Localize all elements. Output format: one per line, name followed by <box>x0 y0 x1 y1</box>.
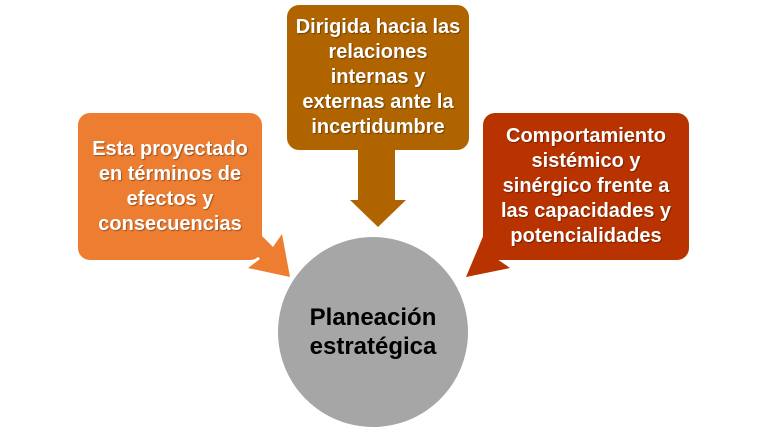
box-text: Comportamiento sistémico y sinérgico fre… <box>500 125 672 247</box>
center-circle: Planeación estratégica <box>278 237 468 427</box>
top-arrow <box>350 150 406 227</box>
box-effects-consequences: Esta proyectado en términos de efectos y… <box>78 113 262 260</box>
box-text: Dirigida hacia las relaciones internas y… <box>295 16 461 138</box>
box-relations-uncertainty: Dirigida hacia las relaciones internas y… <box>287 5 469 150</box>
box-systemic-behavior: Comportamiento sistémico y sinérgico fre… <box>483 113 689 260</box>
box-text: Esta proyectado en términos de efectos y… <box>92 137 248 235</box>
center-label: Planeación estratégica <box>309 304 437 360</box>
